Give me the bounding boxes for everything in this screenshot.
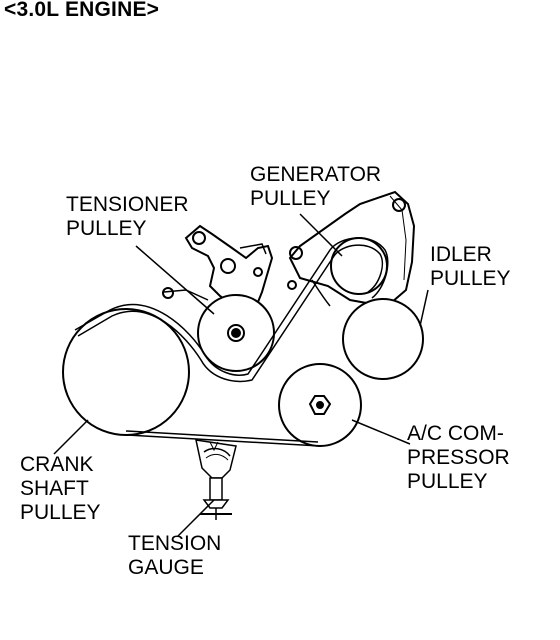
tensioner-bracket [184, 224, 274, 314]
tensioner-top-bolt [192, 231, 206, 245]
generator-lower-bolt [287, 280, 297, 290]
idler-pulley [342, 298, 424, 380]
tensioner-center-bolt [220, 258, 236, 274]
tensioner-pulley-hub [227, 324, 245, 342]
leader-lines [53, 213, 429, 537]
generator-bracket [288, 190, 416, 306]
generator-mount-bolt [392, 198, 406, 212]
generator-pivot-bolt [289, 246, 303, 260]
tensioner-pulley-bolt [231, 328, 241, 338]
generator-pulley [330, 237, 388, 295]
drive-belt [74, 237, 389, 447]
tensioner-small-bolt [253, 267, 263, 277]
crankshaft-pulley [62, 308, 190, 436]
tensioner-arm-bolt [162, 287, 174, 299]
diagram-title: <3.0L ENGINE> [4, 0, 160, 21]
tension-gauge [195, 439, 237, 520]
